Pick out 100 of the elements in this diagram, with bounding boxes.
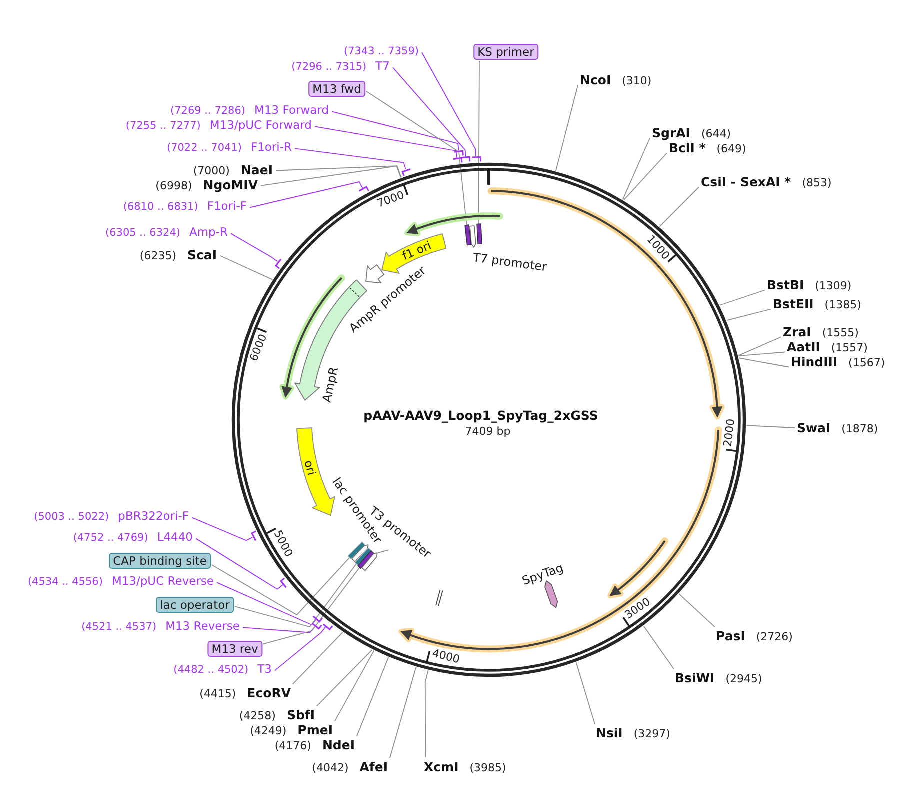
- leader-line: [332, 111, 460, 152]
- leader-line: [392, 67, 466, 158]
- cut-site-position: (4415): [200, 687, 236, 701]
- leader-line: [378, 550, 390, 554]
- enzyme-name: AatII: [787, 339, 820, 354]
- cut-site-position: (1555): [822, 326, 859, 340]
- cut-site-position: (3985): [470, 761, 506, 775]
- feature-mark: [435, 589, 444, 608]
- leader-line: [356, 657, 390, 737]
- leader-line: [192, 517, 254, 542]
- primer-site-mark: [453, 149, 466, 158]
- enzyme-name: SwaI: [797, 420, 831, 436]
- primer-site-mark: [310, 622, 323, 632]
- leader-line: [659, 186, 700, 228]
- primer-position: (7296 .. 7315): [292, 61, 367, 74]
- leader-line: [211, 558, 350, 616]
- leader-line: [556, 84, 578, 172]
- leader-line: [390, 666, 417, 759]
- enzyme-name: BsiWI: [675, 670, 715, 686]
- leader-line: [260, 166, 402, 186]
- primer-site-mark: [322, 622, 334, 632]
- leader-line: [746, 425, 796, 428]
- primer-site-mark: [452, 156, 464, 164]
- enzyme-name: BclI *: [669, 140, 706, 156]
- leader-line: [334, 650, 375, 722]
- enzyme-name: NcoI: [580, 72, 612, 88]
- feature-label: AmpR: [320, 366, 342, 404]
- primer-site-mark: [274, 258, 282, 270]
- primer-name: pBR322ori-F: [118, 510, 189, 524]
- primer-name: T3: [258, 663, 272, 677]
- feature-tag: lac operator: [156, 597, 234, 613]
- leader-line: [738, 336, 782, 356]
- primer-site-mark: [358, 185, 370, 192]
- cut-site-position: (4249): [250, 724, 287, 738]
- leader-line: [292, 632, 344, 685]
- enzyme-name: HindIII: [791, 354, 838, 370]
- enzyme-name: SbfI: [286, 707, 315, 722]
- leader-line: [316, 649, 373, 707]
- primer-site-mark: [464, 224, 472, 246]
- primer-site-mark: [400, 168, 412, 178]
- cut-site-position: (644): [701, 127, 732, 141]
- cut-site-position: (2726): [756, 630, 793, 644]
- leader-line: [230, 233, 278, 262]
- primer-position: (4482 .. 4502): [174, 664, 249, 677]
- enzyme-name: XcmI: [424, 759, 459, 774]
- leader-line: [366, 90, 468, 226]
- cut-site-position: (1878): [842, 422, 878, 436]
- leader-line: [294, 148, 406, 170]
- cut-site-position: (1309): [815, 279, 852, 293]
- enzyme-name: ZraI: [783, 324, 812, 340]
- cut-site-position: (6998): [156, 179, 192, 193]
- cut-site-position: (7000): [193, 164, 230, 178]
- feature-label: SpyTag: [520, 562, 566, 588]
- promoter-mark: [469, 224, 478, 248]
- primer-tag: KS primer: [474, 44, 538, 60]
- leader-line: [726, 308, 772, 321]
- leader-line: [234, 564, 356, 628]
- primer-position: (7255 .. 7277): [126, 120, 201, 133]
- cut-site-position: (4176): [274, 739, 312, 753]
- primer-name: M13/pUC Forward: [210, 119, 312, 133]
- leader-line: [274, 626, 326, 672]
- leader-line: [576, 662, 596, 725]
- leader-line: [314, 126, 458, 158]
- primer-tag: M13 rev: [208, 641, 262, 657]
- cut-site-position: (4042): [312, 761, 349, 775]
- primer-name: T7: [376, 60, 390, 74]
- primer-name: M13/pUC Reverse: [112, 575, 214, 589]
- enzyme-name: ScaI: [188, 247, 217, 262]
- primer-position: (7343 .. 7359): [344, 46, 419, 58]
- cut-site-position: (310): [622, 74, 652, 88]
- primer-position: (4521 .. 4537): [82, 621, 157, 634]
- tick-label: 2000: [722, 418, 738, 448]
- cut-site-position: (1385): [824, 298, 862, 312]
- feature-label: f1 ori: [400, 238, 434, 262]
- cut-site-position: (1567): [848, 356, 886, 370]
- primer-position: (4752 .. 4769): [73, 532, 148, 545]
- enzyme-name: SgrAI: [652, 125, 690, 140]
- enzyme-name: NgoMIV: [203, 177, 258, 192]
- enzyme-name: CsiI - SexAI *: [701, 174, 792, 190]
- primer-site-mark: [460, 155, 472, 164]
- primer-site-mark: [312, 614, 324, 624]
- plasmid-length: 7409 bp: [465, 426, 511, 438]
- plasmid-name: pAAV-AAV9_Loop1_SpyTag_2xGSS: [364, 409, 598, 423]
- primer-site-mark: [279, 576, 288, 589]
- cut-site-position: (3297): [634, 727, 670, 741]
- leader-line: [242, 626, 315, 634]
- leader-line: [250, 182, 364, 208]
- leader-line: [276, 166, 402, 178]
- primer-position: (6305 .. 6324): [105, 227, 180, 240]
- leader-line: [623, 152, 668, 201]
- leader-line: [643, 626, 674, 670]
- leader-line: [220, 255, 274, 280]
- primer-name: M13 Forward: [254, 104, 329, 118]
- promoter-mark: [361, 552, 379, 572]
- cut-site-position: (2945): [726, 672, 762, 686]
- feature-label: T7 promoter: [472, 252, 548, 275]
- primer-position: (7269 .. 7286): [170, 105, 246, 118]
- primer-position: (4534 .. 4556): [28, 576, 103, 589]
- enzyme-name: NsiI: [596, 725, 623, 740]
- leader-line: [678, 594, 716, 628]
